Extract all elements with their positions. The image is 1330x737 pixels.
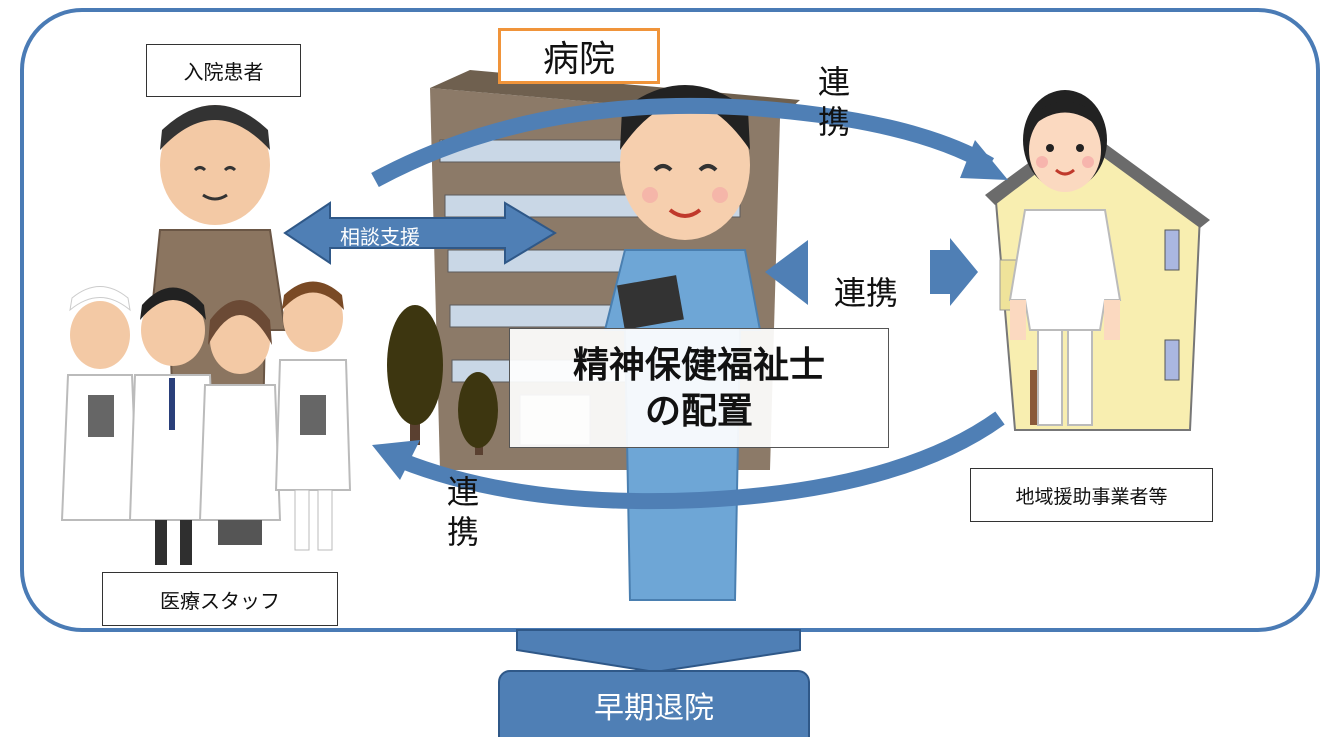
center-line-1: 精神保健福祉士: [572, 345, 825, 386]
collab-middle-label: 連携: [834, 274, 899, 312]
consult-double-arrow: [283, 201, 557, 265]
center-box: 精神保健福祉士 の配置: [509, 328, 889, 448]
collab-bottom-label: 連携: [446, 473, 479, 551]
collab-top-label: 連携: [817, 63, 850, 141]
medical-staff-figures: [60, 281, 352, 565]
center-line-2: の配置: [644, 391, 753, 432]
nurse-figure: [1008, 90, 1122, 426]
collab-curve-bottom: [397, 411, 1005, 510]
collab-curve-bottom-head: [372, 440, 420, 480]
result-box: 早期退院: [498, 670, 810, 737]
collab-middle-left-arrow: [765, 240, 808, 305]
patient-label: 入院患者: [146, 44, 301, 97]
hospital-label: 病院: [498, 28, 660, 84]
collab-curve-top-head: [960, 140, 1008, 180]
collab-curve-top: [371, 97, 995, 188]
trees: [387, 305, 498, 455]
medical-staff-label: 医療スタッフ: [102, 572, 338, 626]
collab-middle-right-arrow: [930, 238, 978, 306]
consult-label: 相談支援: [340, 225, 420, 249]
community-label: 地域援助事業者等: [970, 468, 1213, 522]
down-arrow-connector: [516, 629, 801, 674]
